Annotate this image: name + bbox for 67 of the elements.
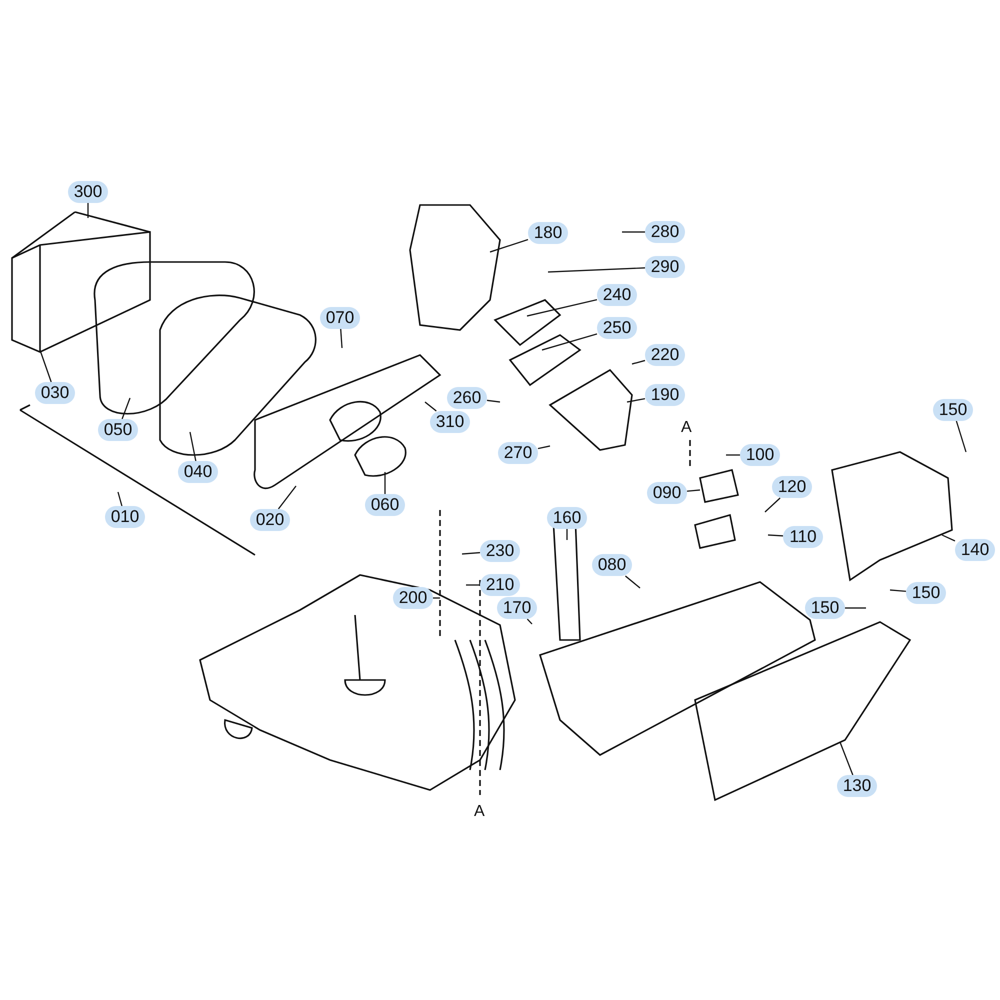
leader-line xyxy=(626,398,646,403)
callout-number: 240 xyxy=(597,284,637,306)
callout-number: 010 xyxy=(105,506,145,528)
callout-number: 130 xyxy=(837,775,877,797)
callout-number: 020 xyxy=(250,509,290,531)
leader-line xyxy=(466,584,480,586)
callout-number: 200 xyxy=(393,587,433,609)
leader-line xyxy=(538,445,550,450)
leader-line xyxy=(942,534,956,542)
leader-line xyxy=(622,231,645,233)
callout-number: 160 xyxy=(547,507,587,529)
callout-number: 230 xyxy=(480,540,520,562)
leader-line xyxy=(625,576,640,588)
callout-number: 180 xyxy=(528,222,568,244)
callout-number: 150 xyxy=(933,399,973,421)
leader-line xyxy=(566,529,568,540)
callout-number: 280 xyxy=(645,221,685,243)
leader-line xyxy=(768,534,784,536)
leader-line xyxy=(632,360,646,365)
callout-number: 030 xyxy=(35,382,75,404)
callout-number: 080 xyxy=(592,554,632,576)
callout-number: 090 xyxy=(647,482,687,504)
callout-number: 310 xyxy=(430,411,470,433)
callout-number: 210 xyxy=(480,574,520,596)
callout-number: 060 xyxy=(365,494,405,516)
callout-number: 120 xyxy=(772,476,812,498)
callout-number: 150 xyxy=(906,582,946,604)
leader-line xyxy=(424,402,437,412)
callout-number: 300 xyxy=(68,181,108,203)
leader-line xyxy=(845,607,866,609)
leader-line xyxy=(764,498,780,512)
leader-line xyxy=(548,267,646,273)
callout-number: 270 xyxy=(498,442,538,464)
callout-number: 070 xyxy=(320,307,360,329)
callout-number: 100 xyxy=(740,444,780,466)
leader-line xyxy=(39,350,52,382)
leader-line xyxy=(686,489,700,492)
callout-number: 040 xyxy=(178,461,218,483)
section-mark: A xyxy=(474,803,485,821)
callout-number: 050 xyxy=(98,419,138,441)
leader-line xyxy=(87,203,89,218)
callout-number: 170 xyxy=(497,597,537,619)
callout-number: 150 xyxy=(805,597,845,619)
section-mark: A xyxy=(681,419,692,437)
leader-line xyxy=(122,398,131,420)
leader-line xyxy=(340,328,343,348)
leader-line xyxy=(384,472,386,494)
leader-line xyxy=(542,333,598,351)
leader-line xyxy=(490,239,528,253)
callout-number: 140 xyxy=(955,539,995,561)
leader-line xyxy=(956,420,967,452)
callout-number: 220 xyxy=(645,344,685,366)
leader-line xyxy=(189,432,196,462)
leader-line xyxy=(462,552,480,555)
leader-line xyxy=(526,299,598,317)
callout-number: 260 xyxy=(447,387,487,409)
callout-number: 110 xyxy=(783,526,823,548)
leader-line xyxy=(117,492,122,506)
leader-line xyxy=(726,454,740,456)
callout-number: 190 xyxy=(645,384,685,406)
callout-number: 250 xyxy=(597,317,637,339)
callout-number: 290 xyxy=(645,256,685,278)
leader-line xyxy=(526,618,532,624)
leader-line xyxy=(278,486,296,510)
leader-line xyxy=(486,400,500,403)
leader-line xyxy=(890,589,906,592)
leader-line xyxy=(839,742,854,776)
